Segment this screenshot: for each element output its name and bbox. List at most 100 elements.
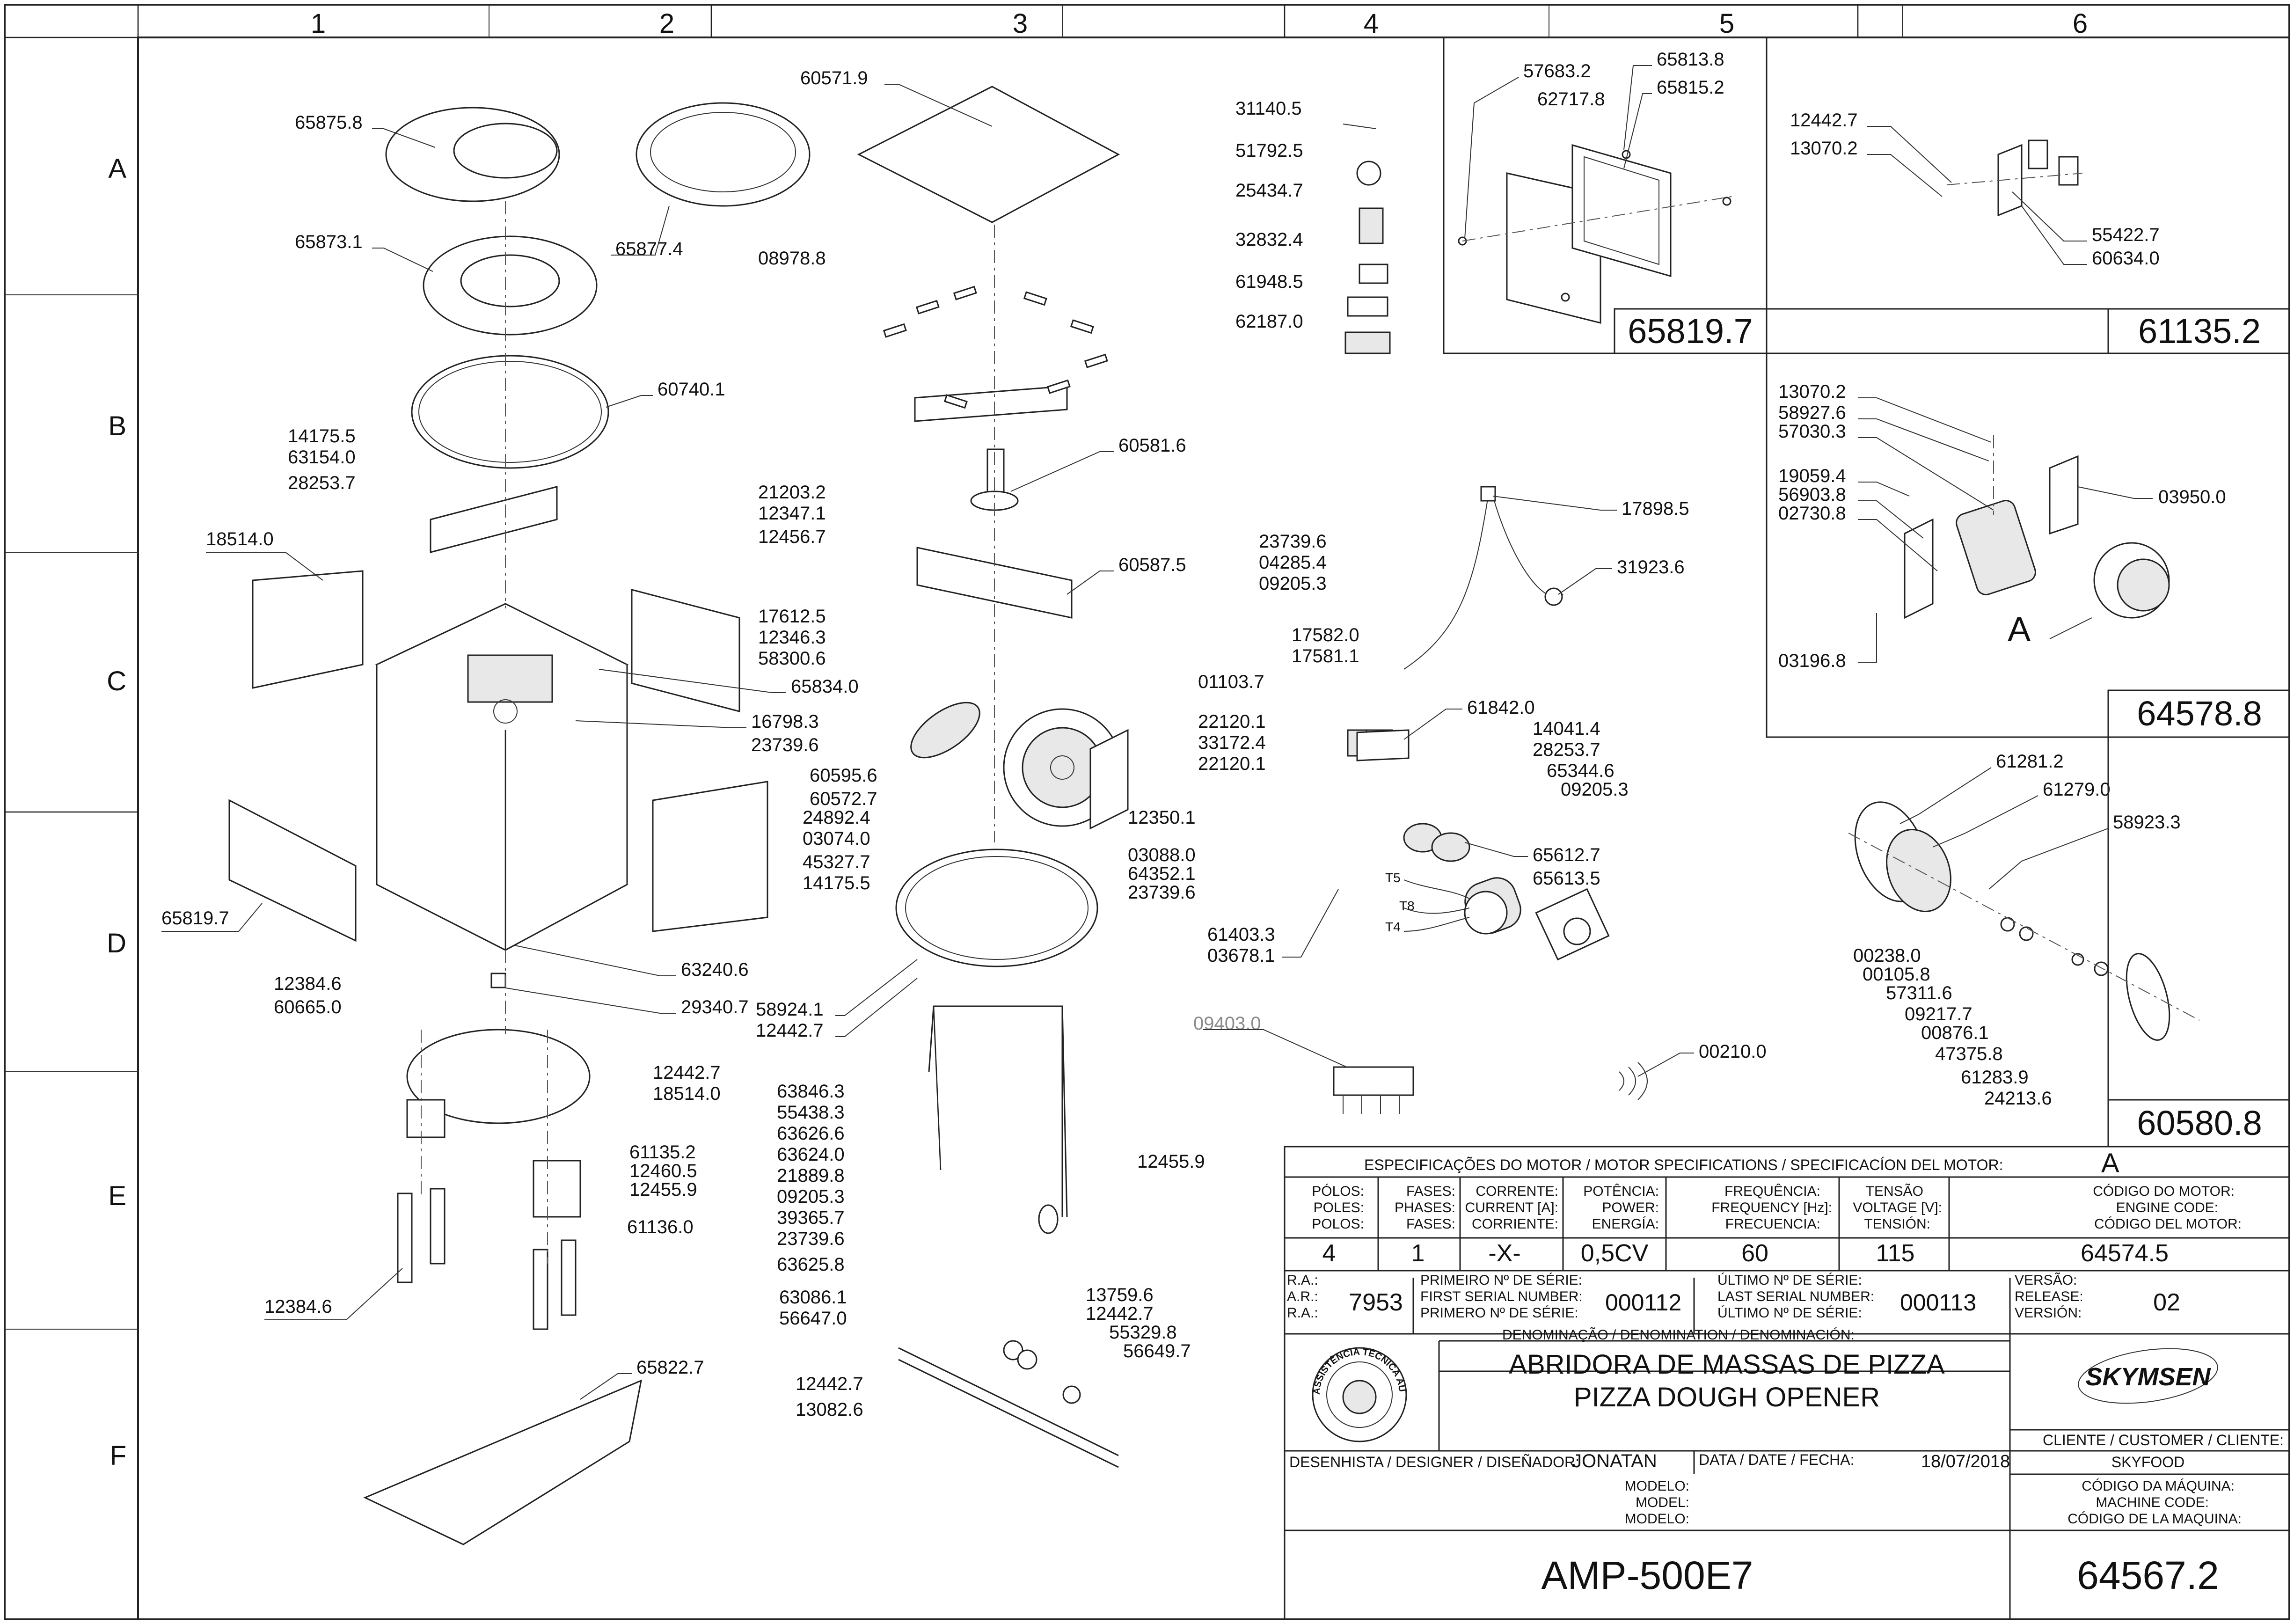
part-number: 00210.0 — [1699, 1041, 1767, 1062]
part-number: 61403.3 — [1207, 924, 1275, 945]
part-number: 24213.6 — [1984, 1088, 2052, 1109]
grid-row-label: A — [108, 154, 126, 184]
part-number: 09217.7 — [1905, 1004, 1973, 1024]
spec-value: 115 — [1876, 1240, 1915, 1267]
machine-code-label: CÓDIGO DA MÁQUINA: — [2082, 1478, 2235, 1494]
part-number: 22120.1 — [1198, 711, 1266, 732]
part-number: 58923.3 — [2113, 812, 2181, 833]
spec-value: 1 — [1411, 1240, 1425, 1267]
grid-row-label: E — [108, 1181, 126, 1211]
spec-label: TENSÃO — [1866, 1183, 1923, 1199]
designer-value: JONATAN — [1572, 1451, 1657, 1471]
model-label: MODEL: — [1636, 1495, 1689, 1510]
part-number: 22120.1 — [1198, 753, 1266, 774]
kit-code: 60580.8 — [2137, 1104, 2262, 1142]
part-number: 12455.9 — [1137, 1151, 1205, 1172]
part-number: 12442.7 — [796, 1374, 863, 1394]
part-number: 57030.3 — [1778, 421, 1846, 442]
part-number: 12442.7 — [653, 1062, 721, 1083]
part-number: 14175.5 — [803, 873, 870, 893]
skymsen-logo: SKYMSEN — [2078, 1348, 2218, 1404]
motor-part-numbers: 17898.5 31923.6 23739.6 04285.4 09205.3 … — [1193, 496, 1767, 1114]
grid-col-label: 1 — [311, 8, 326, 39]
spec-value: 60 — [1741, 1240, 1768, 1267]
part-number: 65344.6 — [1547, 761, 1615, 781]
part-number: 32832.4 — [1235, 229, 1303, 250]
kit-code: 65819.7 — [1628, 312, 1753, 351]
spec-label: VOLTAGE [V]: — [1853, 1200, 1942, 1215]
part-number: 28253.7 — [1533, 739, 1600, 760]
part-number: 65612.7 — [1533, 845, 1600, 865]
denomination-label: DENOMINAÇÃO / DENOMINATION / DENOMINACIÓ… — [1502, 1327, 1855, 1343]
model-label: MODELO: — [1625, 1511, 1689, 1527]
grid-row-label: D — [107, 928, 126, 958]
part-number: 60587.5 — [1118, 555, 1186, 575]
spec-label: POLES: — [1314, 1200, 1364, 1215]
version-value: 02 — [2153, 1289, 2180, 1316]
part-number: 65873.1 — [295, 232, 363, 252]
part-number: 56903.8 — [1778, 484, 1846, 505]
part-number: 03074.0 — [803, 828, 870, 849]
part-number: 65813.8 — [1657, 49, 1724, 70]
version-label: VERSÃO: — [2015, 1272, 2077, 1288]
part-number: 12384.6 — [274, 973, 342, 994]
spec-label: POTÊNCIA: — [1583, 1184, 1659, 1199]
part-number: 65815.2 — [1657, 77, 1724, 98]
part-number: 39365.7 — [777, 1207, 845, 1228]
part-number: 04285.4 — [1259, 552, 1327, 573]
part-number: 65822.7 — [636, 1357, 704, 1378]
part-number: 60665.0 — [274, 997, 342, 1017]
part-number: 61283.9 — [1961, 1067, 2029, 1088]
ra-label: R.A.: — [1287, 1273, 1318, 1288]
part-number: 03196.8 — [1778, 651, 1846, 671]
part-number: 21889.8 — [777, 1165, 845, 1186]
part-number: 65875.8 — [295, 112, 363, 133]
spec-label: FREQUENCY [Hz]: — [1711, 1200, 1832, 1215]
grid-col-label: 5 — [1719, 8, 1734, 39]
first-serial-value: 000112 — [1605, 1289, 1681, 1316]
sticker-icon — [1359, 207, 1384, 244]
part-number: 60572.7 — [810, 789, 877, 809]
part-number: 17612.5 — [758, 606, 826, 627]
part-number: 56647.0 — [779, 1308, 847, 1329]
spec-label: ENERGÍA: — [1592, 1216, 1659, 1232]
last-serial-label: ÚLTIMO Nº DE SÉRIE: — [1717, 1273, 1862, 1288]
part-number: 60571.9 — [800, 68, 868, 88]
spec-label: PÓLOS: — [1312, 1184, 1364, 1199]
part-number: 13070.2 — [1790, 138, 1858, 159]
part-number: 00238.0 — [1853, 945, 1921, 966]
brand-name: SKYMSEN — [2085, 1363, 2211, 1391]
wire-label: T4 — [1385, 920, 1401, 934]
kit-code: 64578.8 — [2137, 694, 2262, 733]
part-number: 61136.0 — [627, 1217, 694, 1237]
part-number: 12384.6 — [264, 1296, 332, 1317]
spec-label: CORRIENTE: — [1472, 1216, 1558, 1232]
spec-value: 4 — [1322, 1240, 1336, 1267]
part-number: 12350.1 — [1128, 807, 1196, 828]
column-ruler: 1 2 3 4 5 6 — [311, 5, 2088, 39]
obsolete-part-number: 09403.0 — [1193, 1013, 1261, 1034]
kit-box-60580-8: 60580.8 61281.2 61279.0 58923.3 00238.0 … — [1848, 751, 2290, 1148]
spec-value: 0,5CV — [1581, 1240, 1649, 1267]
part-number: 09205.3 — [1561, 779, 1629, 800]
motor-assembly — [1347, 486, 1610, 961]
part-number: 29340.7 — [681, 997, 749, 1017]
part-number: 63154.0 — [288, 447, 356, 468]
part-number: 03950.0 — [2158, 487, 2226, 507]
part-number: 61135.2 — [629, 1142, 696, 1163]
part-number: 57683.2 — [1523, 61, 1591, 81]
part-number: 12460.5 — [629, 1161, 697, 1181]
part-number: 02730.8 — [1778, 503, 1846, 524]
part-number: 63240.6 — [681, 959, 749, 980]
spec-value: -X- — [1488, 1240, 1520, 1267]
part-number: 00105.8 — [1863, 964, 1930, 985]
last-serial-label: ÚLTIMO Nº DE SÉRIE: — [1717, 1305, 1862, 1321]
part-number: 60740.1 — [658, 379, 725, 400]
spec-label: FREQUÊNCIA: — [1724, 1184, 1820, 1199]
wire-label: T8 — [1399, 899, 1415, 913]
part-number: 60581.6 — [1118, 435, 1186, 456]
spec-label: CÓDIGO DEL MOTOR: — [2094, 1216, 2242, 1232]
part-number: 12442.7 — [1790, 110, 1858, 131]
spec-value: 64574.5 — [2081, 1240, 2169, 1267]
